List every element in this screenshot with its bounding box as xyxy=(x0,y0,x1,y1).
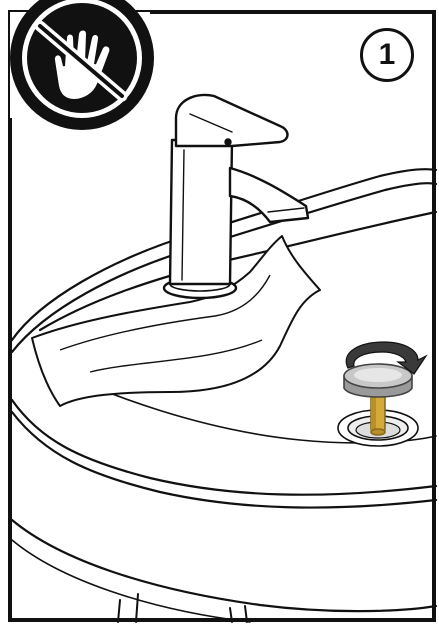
pop-up-plug xyxy=(338,342,426,446)
step-number-badge: 1 xyxy=(360,28,414,82)
no-hands-prohibition-icon xyxy=(10,0,154,130)
